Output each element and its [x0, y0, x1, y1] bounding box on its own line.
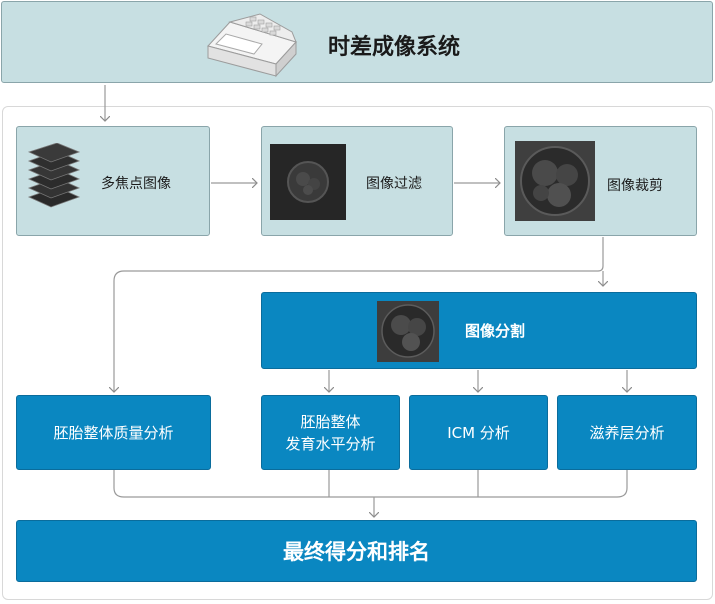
step-filter-label: 图像过滤	[366, 176, 422, 192]
image-stack-icon	[27, 143, 81, 208]
step-segment-label: 图像分割	[465, 322, 526, 340]
final-ranking-box: 最终得分和排名	[16, 520, 697, 582]
icm-analysis-label: ICM 分析	[447, 423, 510, 442]
embryo-development-analysis-box: 胚胎整体 发育水平分析	[261, 395, 400, 470]
cropped-embryo-image	[515, 141, 595, 221]
trophoblast-analysis-box: 滋养层分析	[557, 395, 697, 470]
segmented-embryo-image	[377, 301, 439, 362]
trophoblast-analysis-label: 滋养层分析	[589, 423, 665, 442]
step-multifocus-box: 多焦点图像	[16, 126, 210, 236]
embryo-development-line2: 发育水平分析	[285, 434, 376, 453]
outer-frame	[2, 106, 713, 600]
step-segment-box: 图像分割	[261, 292, 697, 369]
embryo-development-line1: 胚胎整体	[300, 412, 361, 431]
step-crop-label: 图像裁剪	[607, 178, 663, 194]
filtered-embryo-image	[270, 144, 346, 220]
time-lapse-device-icon	[207, 13, 297, 78]
embryo-quality-analysis-box: 胚胎整体质量分析	[16, 395, 211, 470]
header-bar: 时差成像系统	[1, 1, 713, 83]
step-filter-box: 图像过滤	[261, 126, 453, 236]
final-ranking-label: 最终得分和排名	[283, 540, 430, 564]
step-crop-box: 图像裁剪	[504, 126, 697, 236]
icm-analysis-box: ICM 分析	[409, 395, 548, 470]
step-multifocus-label: 多焦点图像	[101, 176, 171, 192]
page-title: 时差成像系统	[328, 35, 461, 60]
embryo-quality-analysis-label: 胚胎整体质量分析	[53, 423, 174, 442]
